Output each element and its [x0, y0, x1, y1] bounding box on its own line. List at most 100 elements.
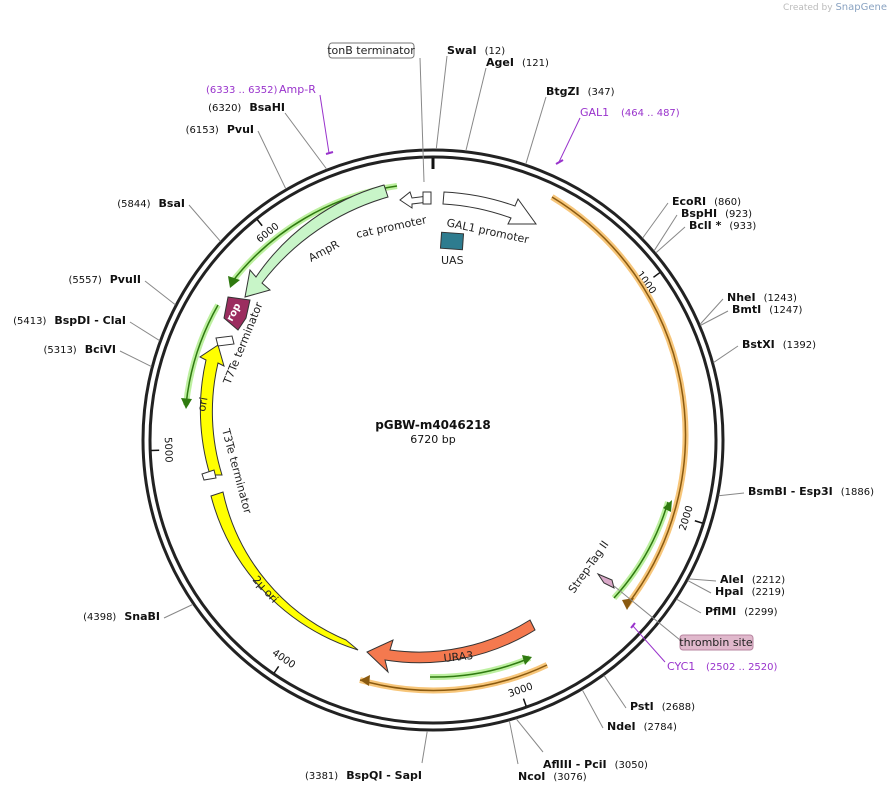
tonb-leader	[419, 57, 425, 183]
enzyme-leader-12	[676, 598, 702, 614]
enzyme-label-23[interactable]: (6153)PvuI	[186, 123, 254, 136]
ampr-primer-leader	[319, 94, 330, 154]
green-feature-bottom-arrow	[522, 655, 532, 665]
enzyme-leader-20	[129, 321, 160, 341]
tick-4	[273, 665, 280, 674]
ampr-feature[interactable]	[244, 184, 389, 298]
enzyme-label-6[interactable]: NheI(1243)	[727, 291, 797, 304]
thrombin-box[interactable]	[679, 634, 754, 651]
green-feature-bottom-line	[429, 657, 531, 678]
green-feature-left-line	[185, 304, 219, 406]
tick-3	[522, 698, 527, 707]
enzyme-label-10[interactable]: AleI(2212)	[720, 573, 785, 586]
enzyme-label-19[interactable]: (5313)BciVI	[43, 343, 116, 356]
enzyme-leader-21	[144, 280, 176, 306]
tick-6	[256, 219, 263, 227]
enzyme-label-15[interactable]: AflIII - PciI(3050)	[543, 758, 648, 771]
tick-1	[653, 271, 661, 278]
ampr-label: AmpR	[306, 238, 341, 265]
two-micron-label: 2μ ori	[250, 573, 281, 605]
enzyme-leader-11	[687, 580, 712, 594]
enzyme-leader-8	[713, 345, 739, 363]
gal1-promoter-feature[interactable]	[442, 191, 537, 225]
rop-feature[interactable]	[223, 296, 251, 331]
ura3-feature[interactable]	[366, 619, 536, 674]
strep-tag-feature[interactable]	[596, 572, 615, 589]
enzyme-leader-16	[508, 720, 519, 765]
green-feature-upper-left-arrow	[228, 276, 240, 288]
enzyme-leader-5	[655, 226, 686, 254]
credit-brand: SnapGene	[835, 2, 887, 13]
enzyme-leader-1	[465, 67, 487, 151]
t7te-terminator-feature[interactable]	[215, 335, 235, 347]
enzyme-leader-4	[653, 214, 678, 252]
green-feature-lower-right-line	[613, 501, 669, 599]
enzyme-leader-9	[718, 492, 745, 497]
credit-text: Created by	[783, 3, 833, 13]
enzyme-label-21[interactable]: (5557)PvuII	[68, 273, 141, 286]
cat-promoter-label: cat promoter	[355, 213, 428, 241]
enzyme-sites: SwaI(12)AgeI(121) BtgZI(347) EcoRI(860)Bsp…	[13, 44, 874, 783]
backbone-outer-strand	[141, 148, 725, 732]
enzyme-leader-24	[284, 112, 328, 170]
enzyme-leader-10	[688, 578, 717, 582]
enzyme-label-16[interactable]: NcoI(3076)	[518, 770, 587, 783]
cyc1-primer-leader	[632, 625, 666, 663]
enzyme-label-4[interactable]: BspHI(923)	[681, 207, 752, 220]
small-feature-box[interactable]	[422, 191, 432, 205]
enzyme-label-11[interactable]: HpaI(2219)	[715, 585, 785, 598]
ori-feature[interactable]	[199, 344, 225, 476]
enzyme-label-7[interactable]: BmtI(1247)	[732, 303, 803, 316]
gal1-primer-leader	[558, 117, 581, 163]
enzyme-leader-13	[603, 675, 627, 709]
enzyme-leader-7	[700, 310, 729, 326]
gal1-primer-range: (464 .. 487)	[621, 108, 680, 119]
enzyme-label-13[interactable]: PstI(2688)	[630, 700, 695, 713]
enzyme-label-12[interactable]: PflMI(2299)	[705, 605, 778, 618]
enzyme-label-3[interactable]: EcoRI(860)	[672, 195, 741, 208]
enzyme-leader-3	[642, 202, 669, 239]
enzyme-label-9[interactable]: BsmBI - Esp3I(1886)	[748, 485, 874, 498]
tick-label-5: 5000	[162, 437, 174, 463]
enzyme-leader-15	[515, 718, 544, 753]
cyc1-primer-label: CYC1	[667, 660, 695, 673]
gal1-primer-label: GAL1	[580, 106, 609, 119]
enzyme-label-2[interactable]: BtgZI(347)	[546, 85, 615, 98]
tick-label-2: 2000	[678, 504, 696, 532]
enzyme-label-17[interactable]: (3381)BspQI - SapI	[305, 769, 422, 782]
enzyme-label-20[interactable]: (5413)BspDI - ClaI	[13, 314, 126, 327]
tonb-box[interactable]	[328, 42, 415, 59]
orange-feature-right-arrow	[622, 598, 634, 610]
enzyme-label-24[interactable]: (6320)BsaHI	[208, 101, 285, 114]
enzyme-label-1[interactable]: AgeI(121)	[486, 56, 549, 69]
ampr-primer-range: (6333 .. 6352)	[206, 85, 278, 96]
enzyme-label-14[interactable]: NdeI(2784)	[607, 720, 677, 733]
enzyme-leader-23	[257, 130, 287, 190]
two-micron-ori-feature[interactable]	[210, 491, 359, 651]
orange-feature-right[interactable]	[550, 194, 689, 607]
plasmid-length: 6720 bp	[410, 433, 455, 446]
enzyme-leader-17	[421, 730, 428, 764]
enzyme-label-18[interactable]: (4398)SnaBI	[83, 610, 160, 623]
ampr-primer-mark[interactable]	[325, 151, 334, 155]
enzyme-leader-0	[435, 55, 448, 150]
enzyme-label-5[interactable]: BclI *(933)	[689, 219, 756, 232]
t3te-terminator-feature[interactable]	[201, 469, 217, 481]
green-feature-left-arrow	[181, 398, 192, 409]
cyc1-primer-mark[interactable]	[630, 622, 636, 629]
tick-2	[694, 520, 703, 524]
uas-feature[interactable]	[439, 231, 465, 251]
cyc1-primer-range: (2502 .. 2520)	[706, 662, 778, 673]
enzyme-label-0[interactable]: SwaI(12)	[447, 44, 505, 57]
thrombin-label: thrombin site	[679, 636, 753, 649]
ura3-label: URA3	[443, 649, 474, 665]
orange-feature-right-line	[551, 196, 687, 606]
enzyme-label-22[interactable]: (5844)BsaI	[117, 197, 185, 210]
orange-feature-bottom-line	[359, 664, 548, 692]
green-feature-lower-right-arrow	[663, 500, 672, 512]
ori-label: ori	[195, 396, 210, 412]
enzyme-leader-14	[581, 689, 604, 729]
snapgene-credit: Created by SnapGene	[783, 2, 887, 13]
enzyme-label-8[interactable]: BstXI(1392)	[742, 338, 816, 351]
